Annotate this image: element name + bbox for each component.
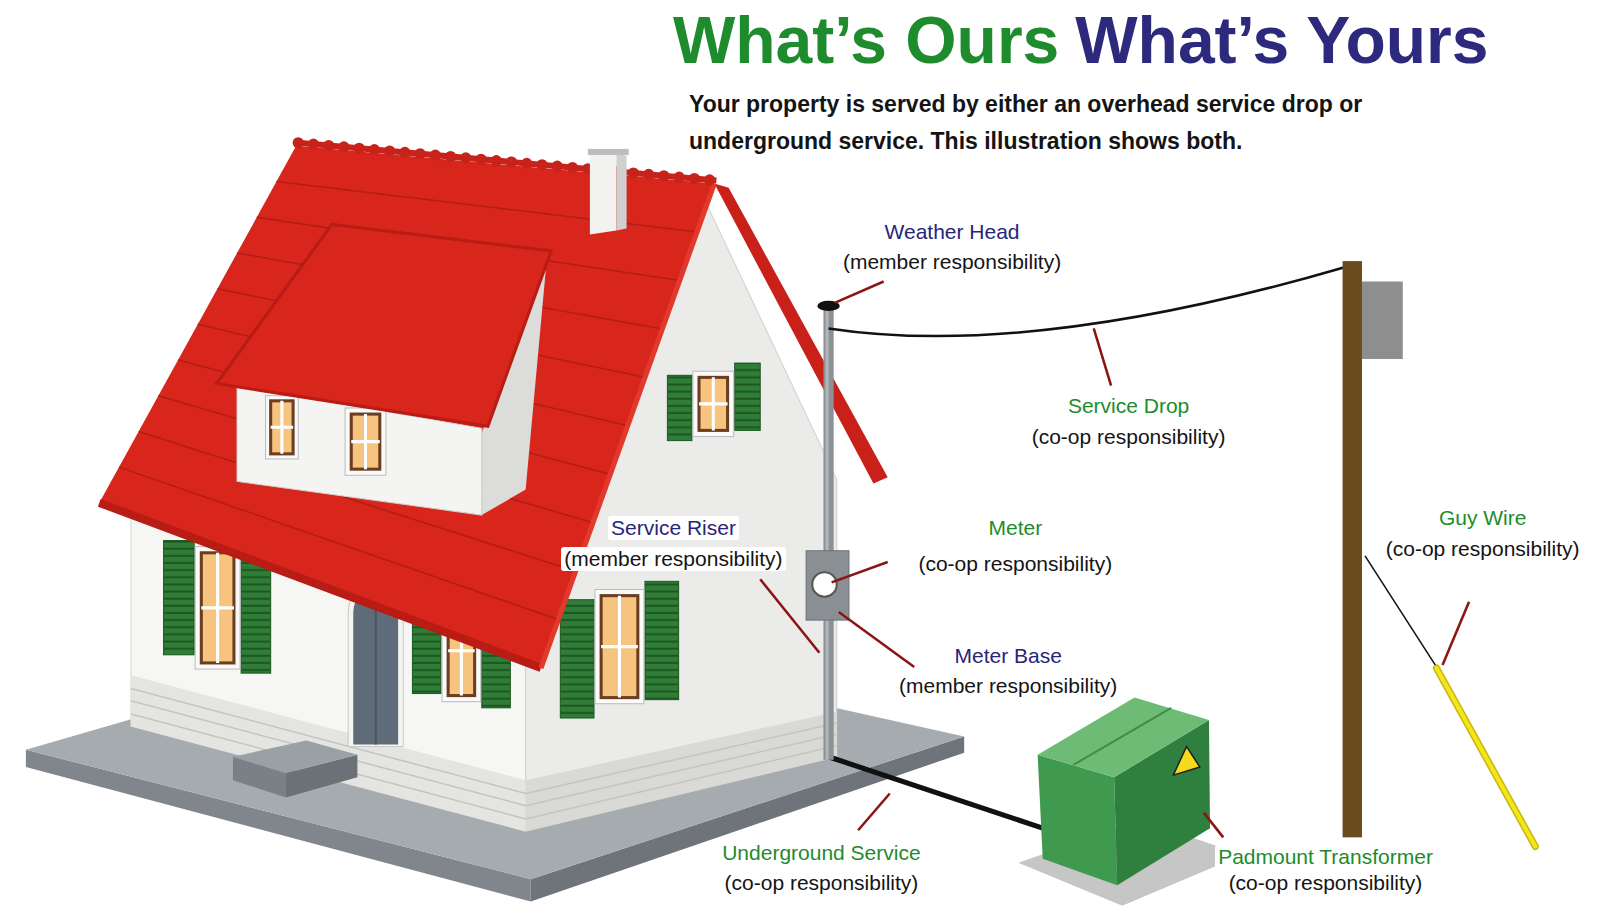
service-riser (823, 306, 833, 760)
shutter (560, 600, 594, 718)
window-frame (195, 547, 240, 669)
guy-guard (1436, 668, 1535, 846)
part-name: Meter (985, 516, 1045, 540)
door-split (375, 602, 377, 745)
leader-line (760, 579, 819, 652)
window-bars (351, 414, 380, 469)
title: What’s Ours (673, 4, 1059, 77)
roof-eave (99, 503, 541, 668)
steps (233, 740, 357, 797)
chimney-side (616, 153, 626, 231)
step-top (233, 740, 357, 773)
part-name: Meter Base (951, 644, 1064, 668)
shutter (164, 541, 195, 655)
pole-transformer (1362, 281, 1403, 359)
responsibility-note: (co-op responsibility) (722, 871, 922, 895)
riser-highlight (825, 306, 828, 760)
part-name: Service Riser (608, 516, 739, 540)
part-name: Padmount Transformer (1215, 845, 1436, 869)
caption: Your property is served by either an ove… (689, 86, 1489, 160)
leader-line (1204, 813, 1223, 837)
responsibility-note: (co-op responsibility) (1226, 871, 1426, 895)
responsibility-note: (co-op responsibility) (1383, 537, 1583, 561)
leader-line (832, 562, 888, 582)
window-glass (271, 401, 293, 454)
window-frame (693, 371, 734, 436)
ridge-tiles (298, 143, 716, 181)
service-drop-wire (829, 267, 1345, 336)
part-name: Service Drop (1065, 394, 1192, 418)
leader-line (858, 793, 890, 830)
responsibility-note: (member responsibility) (840, 250, 1064, 274)
leader-lines (760, 281, 1469, 837)
window-bars (271, 401, 293, 454)
window-bars (699, 377, 728, 430)
leader-line (839, 612, 914, 667)
window-glass (201, 553, 234, 663)
roof-ridge (298, 143, 716, 181)
roof (99, 143, 887, 668)
dormer (217, 224, 552, 515)
part-name: Weather Head (882, 220, 1023, 244)
leader-line (1094, 328, 1111, 385)
part-name: Underground Service (719, 841, 923, 865)
shutter (645, 581, 679, 699)
responsibility-note: (co-op responsibility) (915, 552, 1115, 576)
part-name: Guy Wire (1436, 506, 1530, 530)
underground-cable (829, 757, 1043, 828)
window-glass (601, 596, 638, 698)
title-part: What’s Yours (1075, 4, 1488, 77)
window-bars (601, 596, 638, 698)
guy-guard-edge (1436, 668, 1535, 846)
leader-line (1443, 602, 1470, 665)
padmount-transformer (1018, 698, 1242, 906)
guy-wire (1365, 556, 1440, 673)
window-glass (351, 414, 380, 469)
meter (812, 572, 836, 596)
meter-base (806, 551, 849, 620)
shutter (241, 559, 271, 673)
chimney-cap (588, 149, 629, 155)
warning-sign (1173, 747, 1200, 776)
leader-line (835, 281, 884, 302)
responsibility-note: (member responsibility) (561, 547, 785, 571)
shutter (735, 363, 760, 430)
responsibility-note: (member responsibility) (896, 674, 1120, 698)
brick-band (526, 712, 837, 831)
window-glass (699, 377, 728, 430)
dormer-roof (217, 224, 552, 426)
transformer-seam (1073, 708, 1171, 765)
transformer-top (1038, 698, 1209, 778)
roof-verge (541, 184, 714, 668)
window-frame (345, 408, 386, 475)
chimney (588, 149, 629, 235)
roof-face (99, 146, 714, 668)
shutter (667, 375, 691, 440)
chimney-face (590, 153, 617, 235)
utility-pole (1343, 261, 1362, 837)
window-frame (595, 590, 644, 704)
responsibility-note: (co-op responsibility) (1029, 425, 1229, 449)
window-bars (201, 553, 234, 663)
window-frame (266, 396, 299, 459)
